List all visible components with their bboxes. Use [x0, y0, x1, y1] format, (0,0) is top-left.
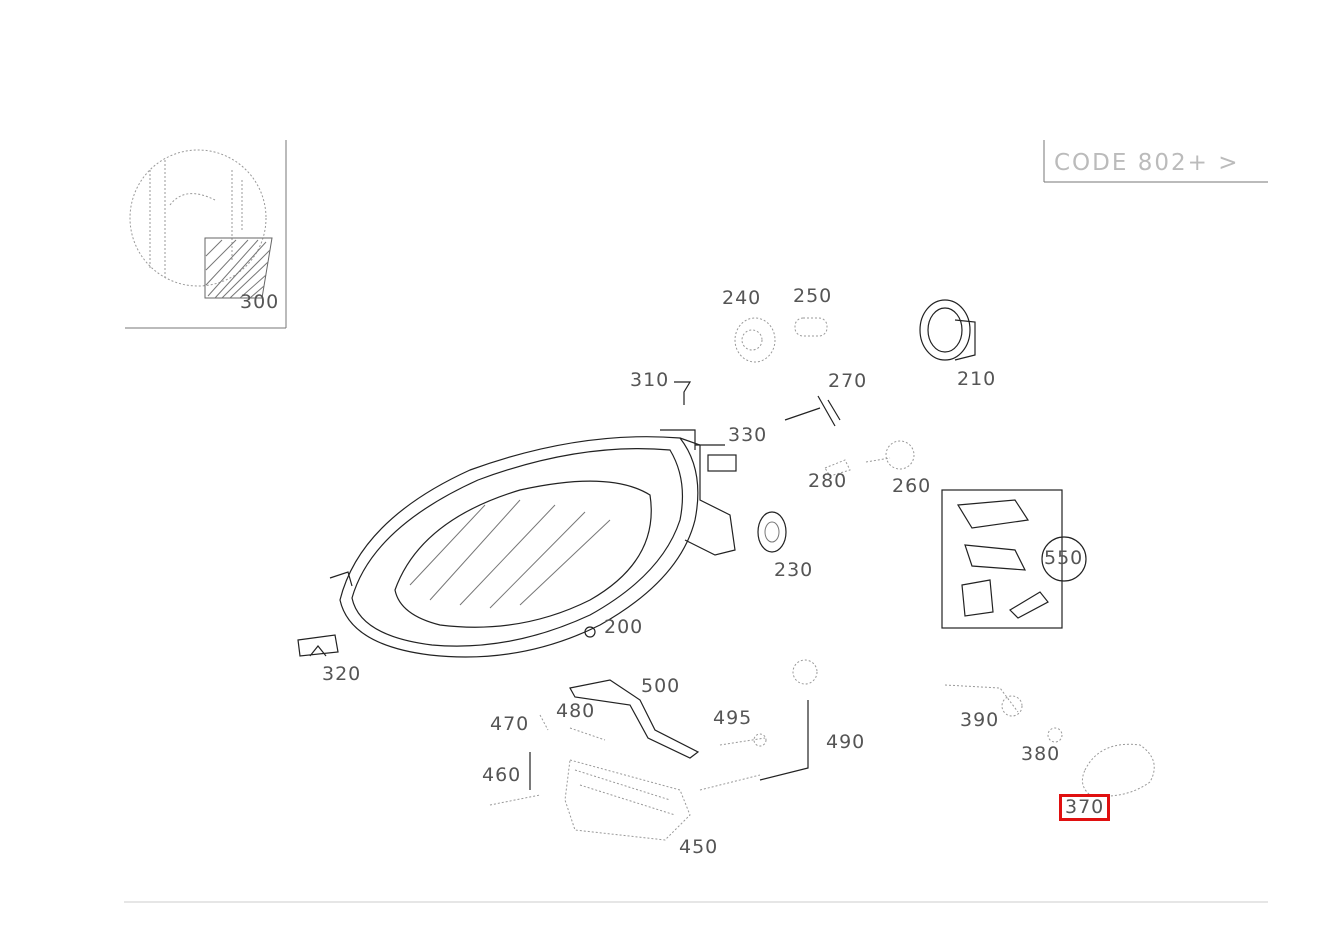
part-250-shape [794, 317, 828, 337]
part-320-shape [297, 634, 339, 657]
part-380-shape [1047, 727, 1063, 743]
part-495-bolt [719, 733, 767, 747]
part-label-370-selected[interactable]: 370 [1059, 794, 1111, 821]
part-260-shape [865, 440, 915, 470]
part-label-320[interactable]: 320 [322, 663, 362, 685]
part-label-200[interactable]: 200 [604, 616, 644, 638]
code-box-text: CODE 802+ > [1054, 150, 1240, 176]
part-390-line [944, 684, 1023, 717]
part-280-shape [824, 459, 851, 477]
part-label-330[interactable]: 330 [728, 424, 768, 446]
label-300[interactable]: 300 [240, 291, 280, 313]
kit-550-box [941, 489, 1087, 629]
part-label-490[interactable]: 490 [826, 731, 866, 753]
part-label-495[interactable]: 495 [713, 707, 753, 729]
part-240-shape [734, 317, 776, 363]
part-label-310[interactable]: 310 [630, 369, 670, 391]
part-label-500[interactable]: 500 [641, 675, 681, 697]
part-370-shape [1081, 743, 1155, 797]
part-310-shape [674, 381, 692, 405]
part-label-270[interactable]: 270 [828, 370, 868, 392]
part-label-460[interactable]: 460 [482, 764, 522, 786]
part-label-470[interactable]: 470 [490, 713, 530, 735]
part-label-210[interactable]: 210 [957, 368, 997, 390]
part-330-shape [695, 444, 737, 472]
part-450-assembly [564, 759, 691, 841]
part-label-450[interactable]: 450 [679, 836, 719, 858]
part-label-240[interactable]: 240 [722, 287, 762, 309]
part-label-280[interactable]: 280 [808, 470, 848, 492]
part-label-250[interactable]: 250 [793, 285, 833, 307]
part-label-230[interactable]: 230 [774, 559, 814, 581]
part-label-480[interactable]: 480 [556, 700, 596, 722]
part-210-shape [919, 299, 976, 361]
part-230-shape [757, 511, 787, 553]
part-label-380[interactable]: 380 [1021, 743, 1061, 765]
part-label-390[interactable]: 390 [960, 709, 1000, 731]
part-270-shape [784, 395, 841, 427]
part-label-260[interactable]: 260 [892, 475, 932, 497]
part-500-bracket [569, 679, 700, 759]
label-550[interactable]: 550 [1044, 547, 1084, 569]
part-460-470-480 [489, 714, 606, 806]
inset-vehicle-illustration [129, 149, 273, 299]
headlamp-200 [329, 429, 736, 658]
part-490-line [699, 659, 818, 791]
